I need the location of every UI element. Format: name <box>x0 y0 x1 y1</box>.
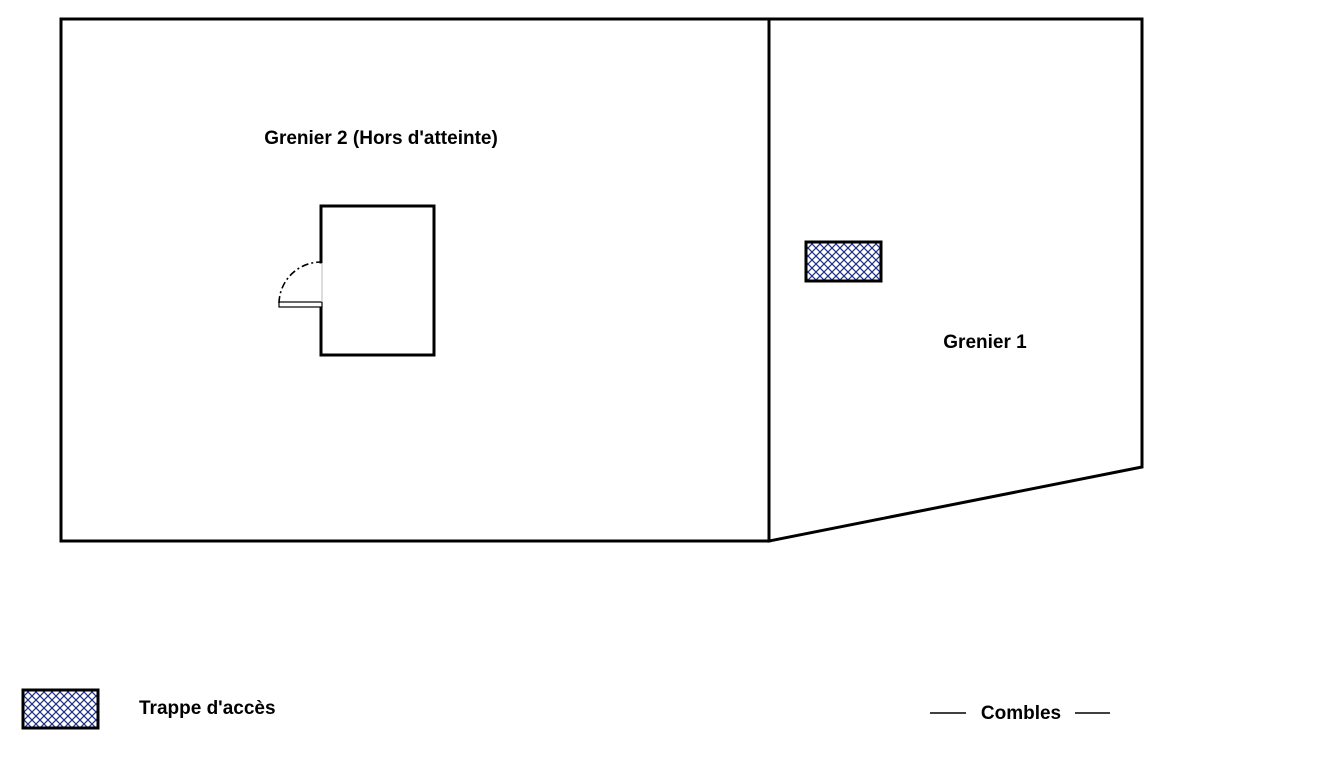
door-swing-arc-icon <box>278 261 322 304</box>
room-grenier-2-outline <box>59 17 771 543</box>
floor-title-label: Combles <box>981 703 1061 724</box>
door-leaf <box>278 301 323 308</box>
room-grenier-2-label: Grenier 2 (Hors d'atteinte) <box>264 128 498 149</box>
room-grenier-2: Grenier 2 (Hors d'atteinte) <box>59 17 771 543</box>
legend: Trappe d'accès <box>21 688 276 730</box>
room-grenier-1-label: Grenier 1 <box>943 332 1027 353</box>
room-grenier-1-outline <box>767 17 1144 543</box>
floor-title: Combles <box>930 703 1110 724</box>
access-hatch-icon <box>804 240 883 283</box>
room-grenier-1: Grenier 1 <box>767 17 1144 543</box>
legend-access-hatch-label: Trappe d'accès <box>139 698 276 719</box>
closet-walls <box>319 204 436 357</box>
legend-hatch-swatch-icon <box>21 688 100 730</box>
closet <box>278 204 436 357</box>
